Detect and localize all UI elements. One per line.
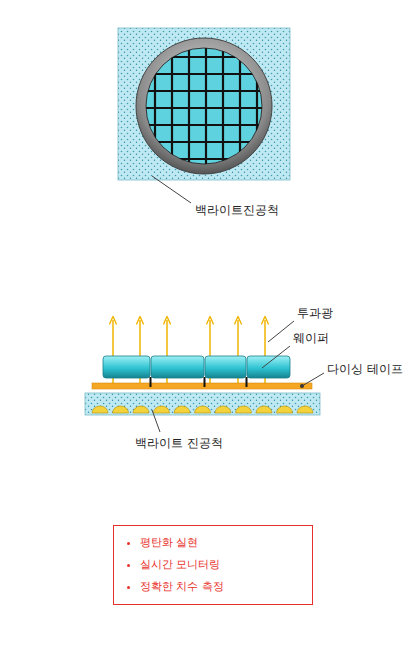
wafer-dies — [103, 356, 290, 387]
chuck-top-view — [118, 28, 290, 180]
part-label: 백라이트 진공척 — [135, 436, 223, 450]
leader-line — [262, 346, 290, 368]
chuck-section — [85, 393, 320, 415]
feature-item: 평탄화 실현 — [140, 532, 302, 554]
part-label: 웨이퍼 — [293, 331, 329, 345]
feature-list: 평탄화 실현실시간 모니터링정확한 치수 측정 — [114, 526, 312, 604]
feature-item: 정확한 치수 측정 — [140, 576, 302, 598]
leader-line — [302, 373, 324, 386]
part-label: 다이싱 테이프 — [327, 362, 403, 376]
feature-item: 실시간 모니터링 — [140, 554, 302, 576]
leader-line — [152, 410, 160, 432]
part-label: 백라이트진공척 — [195, 203, 279, 217]
dicing-tape — [92, 383, 312, 389]
feature-box: 평탄화 실현실시간 모니터링정확한 치수 측정 — [113, 525, 313, 605]
leader-line — [152, 176, 191, 203]
leader-line — [268, 321, 294, 342]
part-label: 투과광 — [297, 306, 333, 320]
